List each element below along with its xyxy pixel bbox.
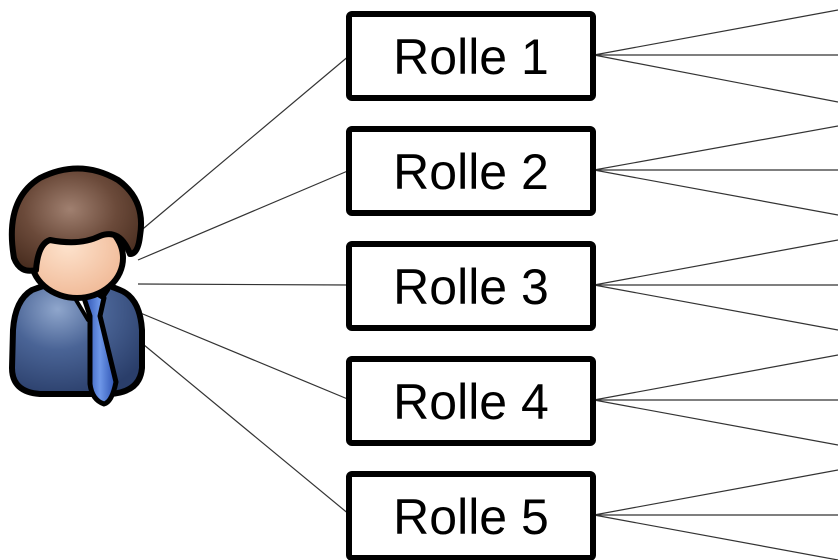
user-role-connectors	[137, 54, 351, 516]
role-label: Rolle 2	[393, 144, 549, 200]
fanout-line	[593, 54, 838, 103]
connector-user-role-5	[137, 339, 351, 516]
connector-user-role-2	[137, 169, 351, 261]
connector-user-role-4	[137, 311, 351, 401]
fanout-line	[593, 514, 838, 560]
fanout-line	[593, 354, 838, 401]
user-hair	[8, 165, 144, 274]
tie-icon	[81, 289, 119, 407]
role-label: Rolle 5	[393, 489, 549, 545]
role-label: Rolle 4	[393, 374, 549, 430]
connector-user-role-3	[137, 283, 351, 286]
role-box-4[interactable]: Rolle 4	[346, 356, 596, 446]
fanout-line	[593, 9, 838, 56]
role-box-5[interactable]: Rolle 5	[346, 471, 596, 560]
fanout-line	[593, 399, 838, 446]
role-label: Rolle 1	[393, 29, 549, 85]
role-label: Rolle 3	[393, 259, 549, 315]
role-box-3[interactable]: Rolle 3	[346, 241, 596, 331]
user-icon	[8, 165, 145, 407]
role-box-2[interactable]: Rolle 2	[346, 126, 596, 216]
fanout-line	[593, 239, 838, 286]
fanout-line	[593, 284, 838, 331]
fanout-line	[593, 169, 838, 216]
fanout-line	[593, 125, 838, 171]
role-fanout-connectors	[593, 9, 838, 560]
role-box-1[interactable]: Rolle 1	[346, 11, 596, 101]
fanout-line	[593, 469, 838, 516]
connector-user-role-1	[137, 54, 351, 234]
